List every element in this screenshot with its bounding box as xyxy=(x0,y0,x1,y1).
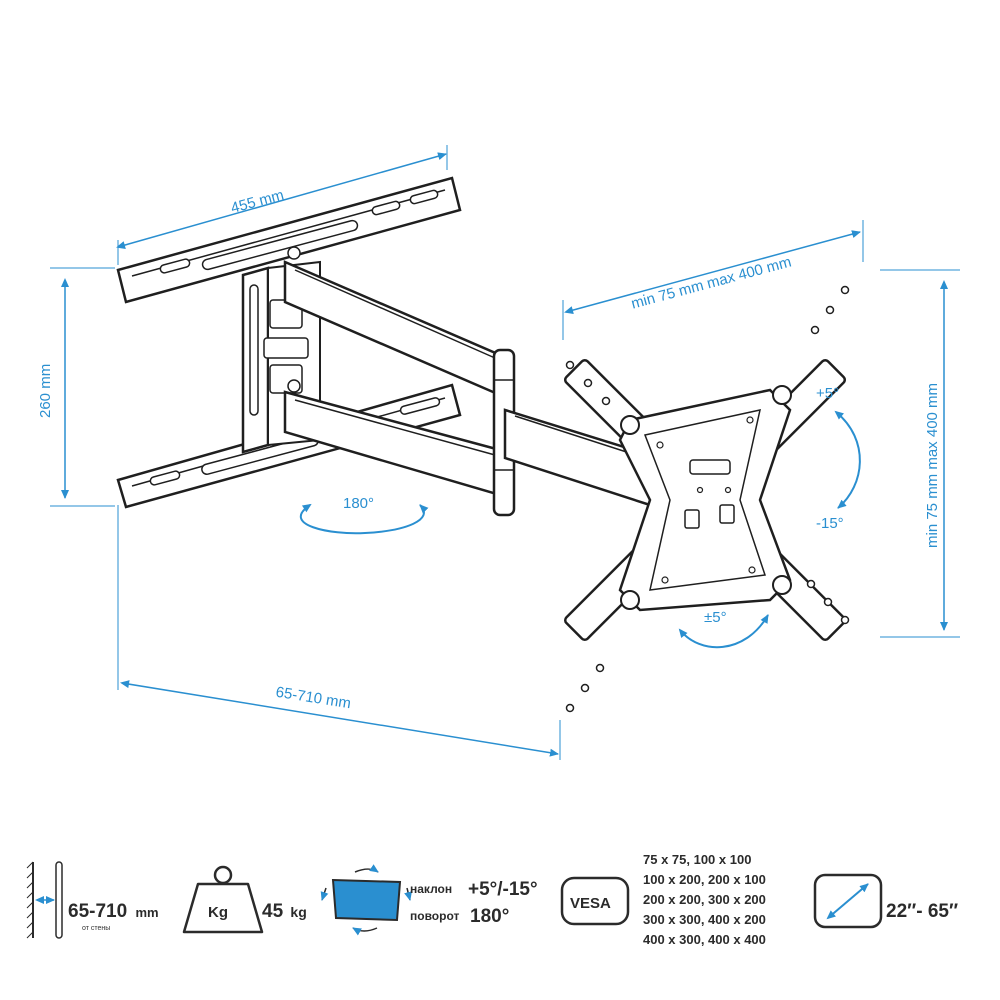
vesa-item-2: 100 x 200, 200 x 100 xyxy=(643,872,766,887)
swivel-indicator: 180° xyxy=(300,495,429,535)
swing-arm xyxy=(283,260,652,517)
vesa-item-3: 200 x 200, 300 x 200 xyxy=(643,892,766,907)
vesa-horizontal-label: min 75 mm max 400 mm xyxy=(629,253,793,312)
screen-tilt-icon xyxy=(320,864,412,936)
distance-note: от стены xyxy=(82,925,110,932)
swivel-label: 180° xyxy=(343,495,374,512)
vesa-badge: VESA xyxy=(570,895,611,912)
swivel-spec-value: 180° xyxy=(470,906,509,927)
vesa-item-1: 75 x 75, 100 x 100 xyxy=(643,852,751,867)
swivel-spec-label: поворот xyxy=(410,909,459,923)
tilt-up-label: +5° xyxy=(816,385,839,402)
wall-distance-icon xyxy=(26,861,63,939)
spec-screen-size: 22″- 65″ xyxy=(813,873,958,929)
diagonal-size-icon xyxy=(813,873,883,929)
spec-weight: Kg 45 kg xyxy=(182,865,307,934)
dimension-height: 260 mm xyxy=(37,267,115,507)
dimension-vesa-vertical: min 75 mm max 400 mm xyxy=(880,269,960,638)
vesa-badge-frame xyxy=(560,876,630,926)
weight-value: 45 kg xyxy=(262,901,307,922)
vesa-item-5: 400 x 300, 400 x 400 xyxy=(643,932,766,947)
screen-size-value: 22″- 65″ xyxy=(886,901,958,922)
vesa-plate xyxy=(563,285,850,713)
spec-tilt-swivel: наклон +5°/-15° поворот 180° xyxy=(320,864,538,936)
rotate-indicator: ±5° xyxy=(678,609,769,649)
dimension-extension: 65-710 mm xyxy=(117,505,561,760)
tilt-label: наклон xyxy=(410,882,452,896)
spec-distance: 65-710 mm от стены xyxy=(26,861,159,939)
vesa-vertical-label: min 75 mm max 400 mm xyxy=(924,383,941,548)
height-label: 260 mm xyxy=(37,364,54,418)
dimension-vesa-horizontal: min 75 mm max 400 mm xyxy=(562,220,864,340)
weight-icon-label: Kg xyxy=(208,904,228,921)
spec-vesa: VESA 75 x 75, 100 x 100 100 x 200, 200 x… xyxy=(560,852,766,947)
vesa-item-4: 300 x 300, 400 x 200 xyxy=(643,912,766,927)
distance-value: 65-710 mm xyxy=(68,901,159,922)
extension-label: 65-710 mm xyxy=(274,684,352,713)
tilt-value: +5°/-15° xyxy=(468,879,538,900)
tilt-down-label: -15° xyxy=(816,515,844,532)
tilt-indicator: +5° -15° xyxy=(816,385,861,532)
rotate-label: ±5° xyxy=(704,609,727,626)
width-label: 455 mm xyxy=(229,187,286,217)
weight-icon xyxy=(182,865,264,934)
